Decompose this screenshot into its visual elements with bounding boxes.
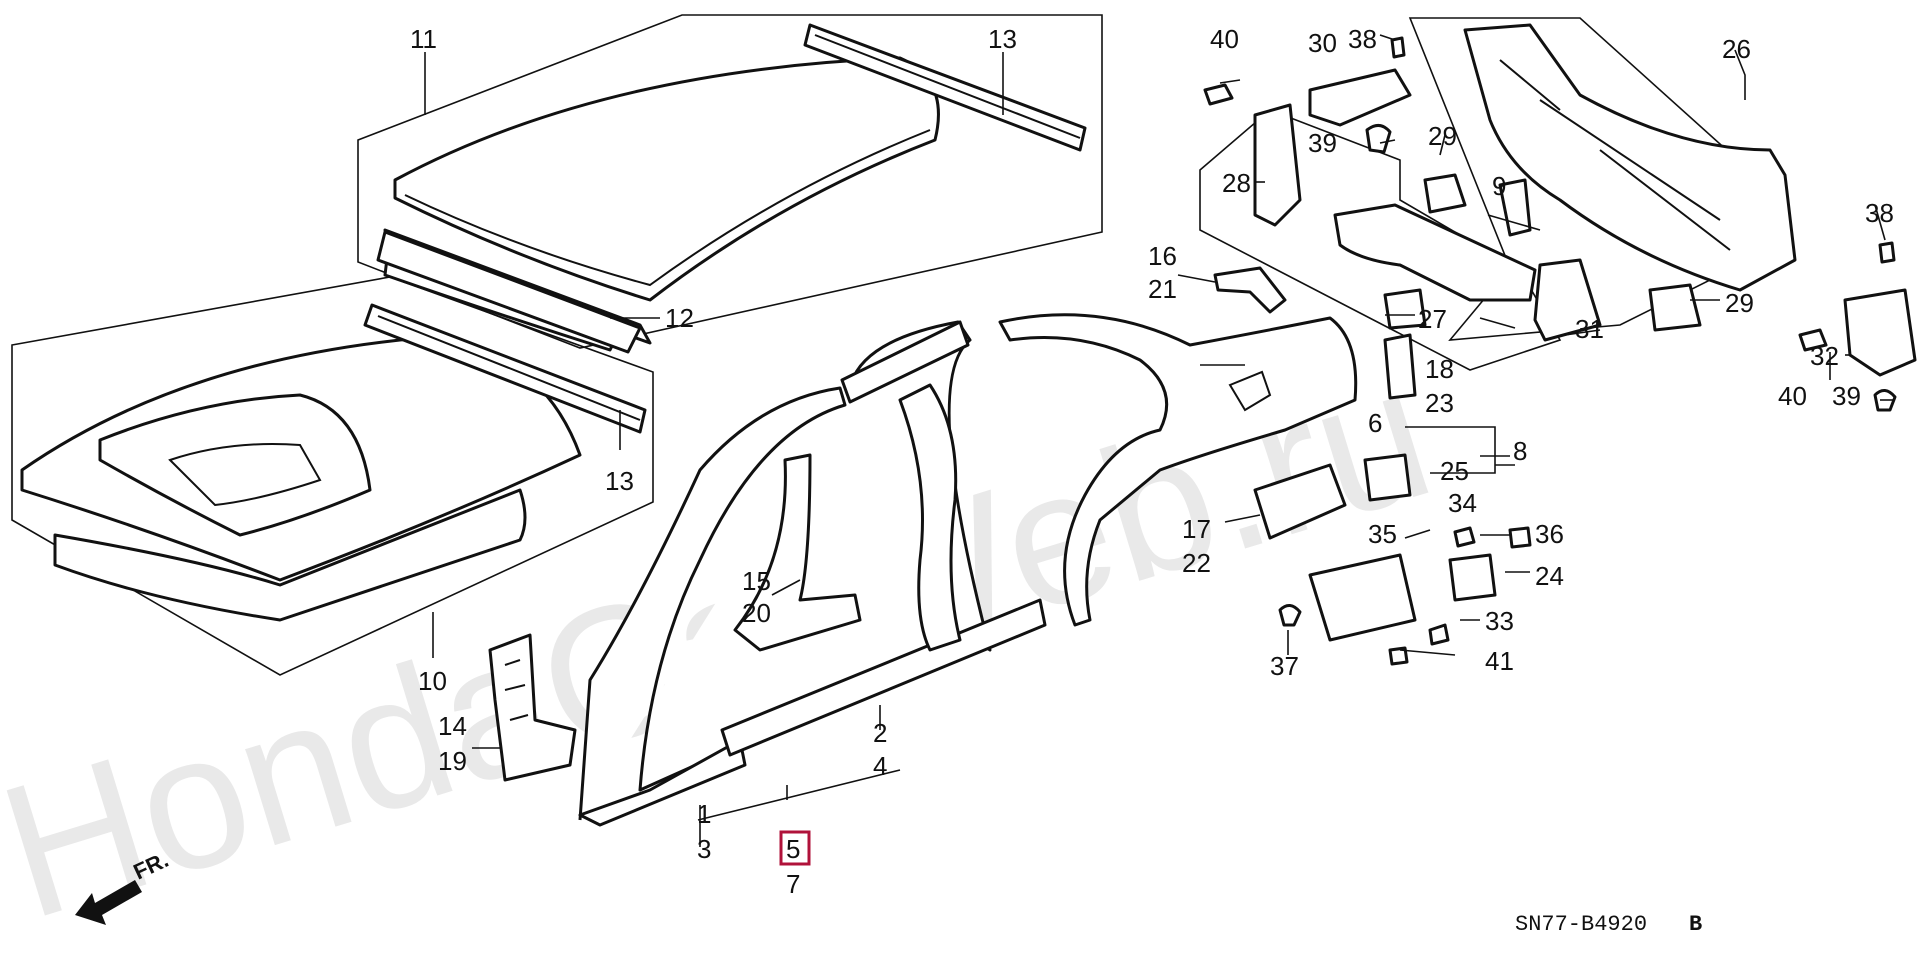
bracket-17 — [1253, 463, 1347, 540]
callout-11: 11 — [410, 24, 437, 54]
callout-16: 16 — [1148, 241, 1177, 271]
callout-31: 31 — [1575, 314, 1604, 344]
fuel-filler-assembly — [1278, 453, 1532, 666]
callout-33: 33 — [1485, 606, 1514, 636]
callout-20: 20 — [742, 598, 771, 628]
diagram-code-suffix: B — [1689, 912, 1702, 937]
callout-6: 6 — [1368, 408, 1382, 438]
callout-9: 9 — [1492, 171, 1506, 201]
roof-group-box-upper — [357, 14, 1103, 349]
a-pillar-reinforcement — [488, 633, 577, 782]
bracket-16 — [1213, 266, 1287, 314]
front-arrow-icon — [75, 880, 142, 925]
callout-28: 28 — [1222, 168, 1251, 198]
roof-panel-sunroof — [20, 336, 582, 622]
callout-27: 27 — [1418, 304, 1447, 334]
rear-panel — [1463, 23, 1797, 292]
callout-14: 14 — [438, 711, 467, 741]
callout-21: 21 — [1148, 274, 1177, 304]
callout-13-lower: 13 — [605, 466, 634, 496]
callout-3: 3 — [697, 834, 711, 864]
bracket-and-fasteners-upper — [1203, 36, 1412, 154]
callout-34: 34 — [1448, 488, 1477, 518]
roof-rail-lower — [363, 303, 647, 434]
roof-rail-upper — [803, 23, 1087, 152]
callout-39-right: 39 — [1832, 381, 1861, 411]
callout-32: 32 — [1810, 341, 1839, 371]
rear-bulkhead — [1253, 103, 1702, 342]
bracket-18 — [1383, 333, 1417, 400]
callout-36: 36 — [1535, 519, 1564, 549]
callout-4: 4 — [873, 751, 887, 781]
callout-1: 1 — [697, 799, 711, 829]
b-pillar-stiffener — [733, 453, 862, 652]
callout-26: 26 — [1722, 34, 1751, 64]
diagram-code: SN77-B4920 B — [1515, 912, 1702, 937]
callout-7: 7 — [786, 869, 800, 899]
callout-10: 10 — [418, 666, 447, 696]
bracket-and-fasteners-right — [1798, 241, 1917, 412]
callout-15: 15 — [742, 566, 771, 596]
callout-41: 41 — [1485, 646, 1514, 676]
callout-8: 8 — [1513, 436, 1527, 466]
callout-30: 30 — [1308, 28, 1337, 58]
callout-25: 25 — [1440, 456, 1469, 486]
callout-40-upper: 40 — [1210, 24, 1239, 54]
callout-5: 5 — [786, 834, 800, 864]
leader-lines — [424, 34, 1895, 847]
callout-labels: 11 13 12 13 10 14 19 15 20 1 3 2 4 5 7 1… — [410, 24, 1894, 899]
callout-22: 22 — [1182, 548, 1211, 578]
diagram-code-text: SN77-B4920 — [1515, 912, 1647, 937]
callout-23: 23 — [1425, 388, 1454, 418]
callout-12: 12 — [665, 303, 694, 333]
callout-37: 37 — [1270, 651, 1299, 681]
rear-quarter-panel — [998, 313, 1358, 627]
callout-17: 17 — [1182, 514, 1211, 544]
callout-29-upper: 29 — [1428, 121, 1457, 151]
callout-35: 35 — [1368, 519, 1397, 549]
callout-40-right: 40 — [1778, 381, 1807, 411]
callout-18: 18 — [1425, 354, 1454, 384]
callout-39-upper: 39 — [1308, 128, 1337, 158]
roof-panel-upper — [383, 56, 940, 352]
front-roof-rail — [376, 230, 642, 354]
callout-29-lower: 29 — [1725, 288, 1754, 318]
callout-19: 19 — [438, 746, 467, 776]
highlight-box-5 — [779, 830, 811, 866]
callout-2: 2 — [873, 718, 887, 748]
callout-38-upper: 38 — [1348, 24, 1377, 54]
callout-24: 24 — [1535, 561, 1564, 591]
callout-13-upper: 13 — [988, 24, 1017, 54]
callout-38-right: 38 — [1865, 198, 1894, 228]
